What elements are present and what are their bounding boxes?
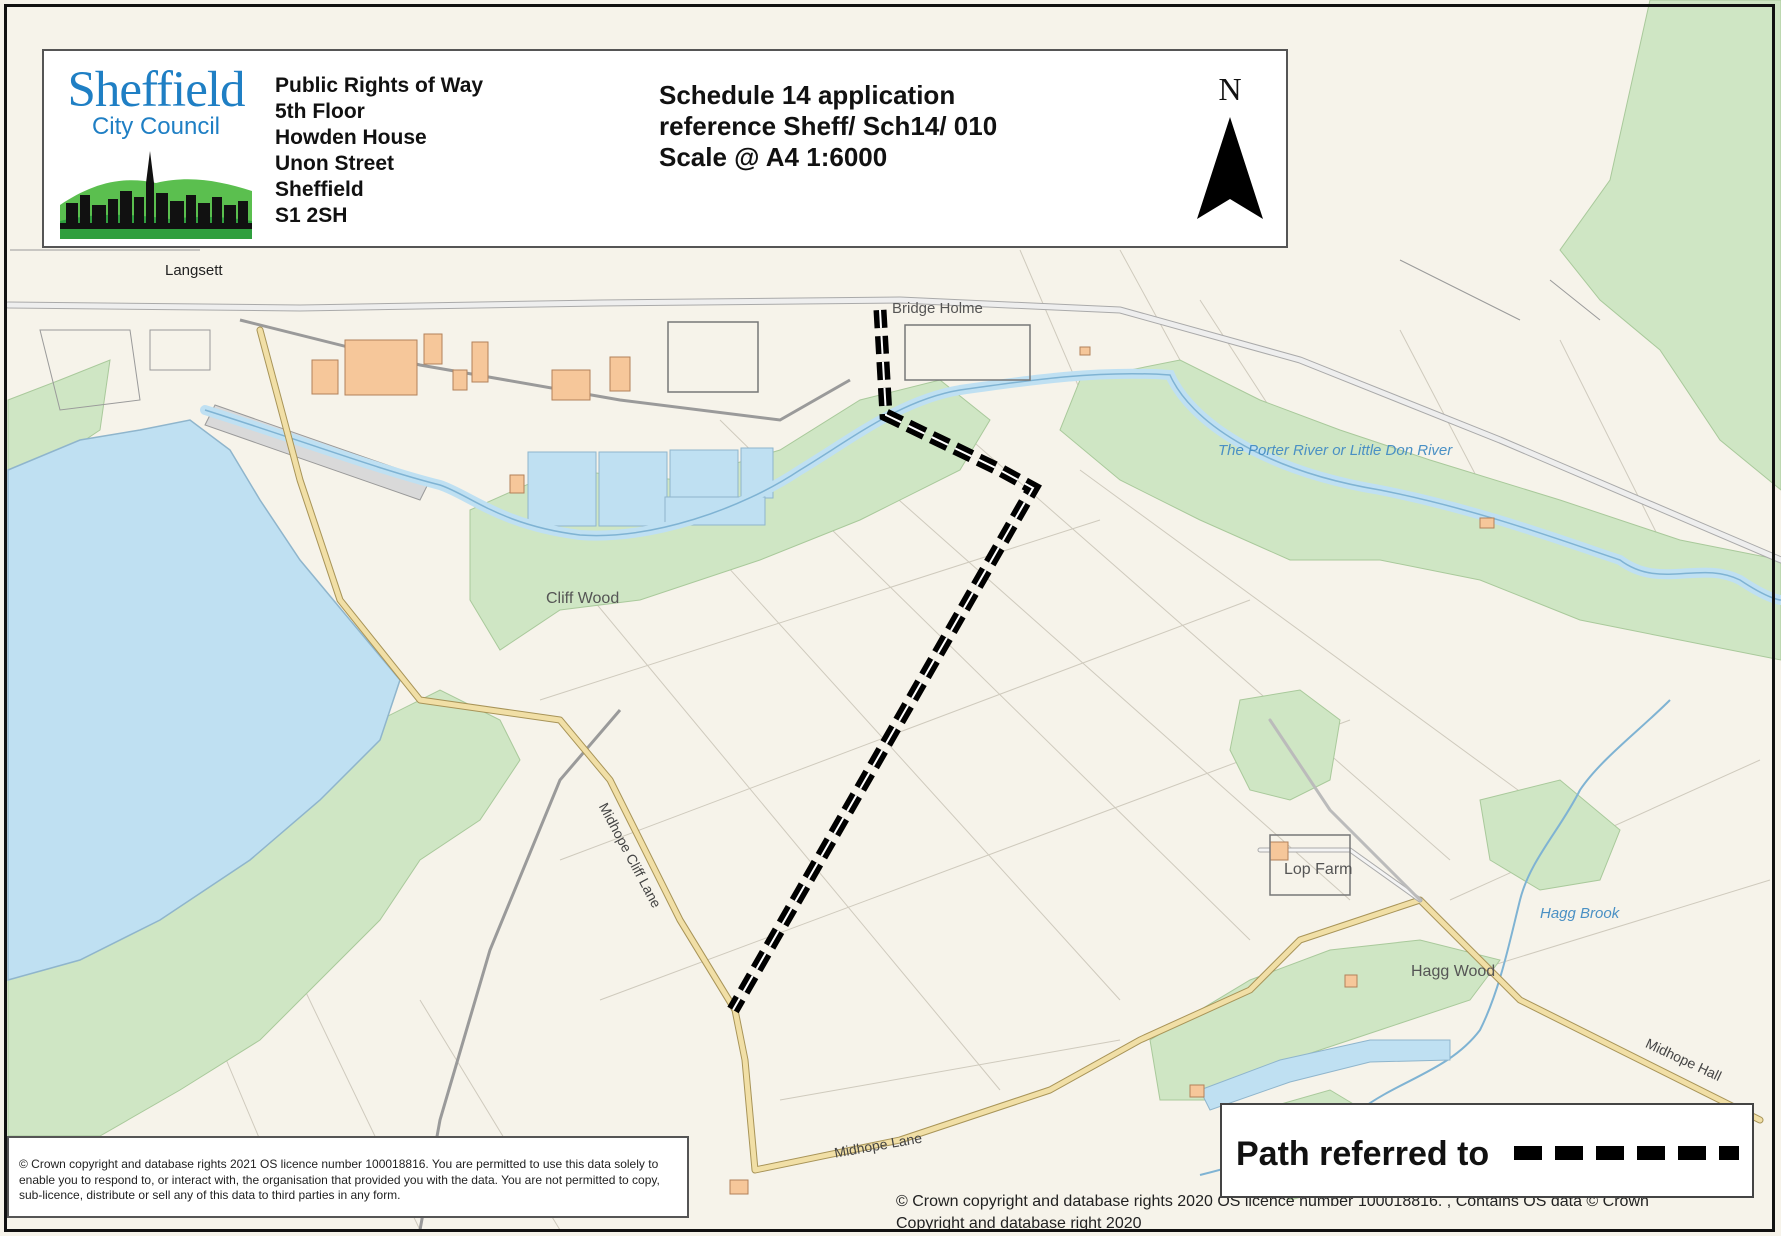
label-hagg-brook: Hagg Brook — [1540, 905, 1620, 922]
map-legend: Path referred to — [1220, 1103, 1754, 1198]
copyright-notice: © Crown copyright and database rights 20… — [7, 1136, 689, 1218]
council-logo: Sheffield City Council — [58, 63, 254, 241]
logo-wordmark: Sheffield — [67, 62, 245, 118]
label-porter-river: The Porter River or Little Don River — [1218, 442, 1453, 459]
address-line: S1 2SH — [275, 204, 348, 227]
address-line: Unon Street — [275, 152, 395, 175]
dashed-path-swatch-icon — [1514, 1146, 1739, 1160]
address-line: Sheffield — [275, 178, 364, 201]
address-line: 5th Floor — [275, 100, 365, 123]
label-cliff-wood: Cliff Wood — [546, 590, 620, 607]
skyline-icon — [60, 151, 252, 239]
label-langsett: Langsett — [165, 262, 223, 279]
office-address: Public Rights of Way 5th Floor Howden Ho… — [275, 73, 483, 229]
label-lop-farm: Lop Farm — [1284, 861, 1353, 878]
label-hagg-wood: Hagg Wood — [1411, 963, 1496, 980]
address-line: Public Rights of Way — [275, 74, 484, 97]
address-line: Howden House — [275, 126, 427, 149]
schedule-line: Schedule 14 application — [659, 80, 956, 110]
north-label: N — [1218, 71, 1242, 107]
schedule-line: reference Sheff/ Sch14/ 010 — [659, 111, 998, 141]
application-reference: Schedule 14 application reference Sheff/… — [659, 80, 997, 173]
legend-label: Path referred to — [1236, 1135, 1490, 1173]
logo-subtitle: City Council — [91, 113, 221, 140]
schedule-line: Scale @ A4 1:6000 — [659, 142, 888, 172]
label-bridge-holme: Bridge Holme — [892, 300, 983, 317]
map-header: Sheffield City Council Public Rights of … — [42, 49, 1288, 248]
footer-copyright-line: Copyright and database right 2020 — [896, 1215, 1142, 1232]
north-arrow-icon — [1197, 117, 1263, 219]
north-indicator: N — [1195, 71, 1265, 231]
